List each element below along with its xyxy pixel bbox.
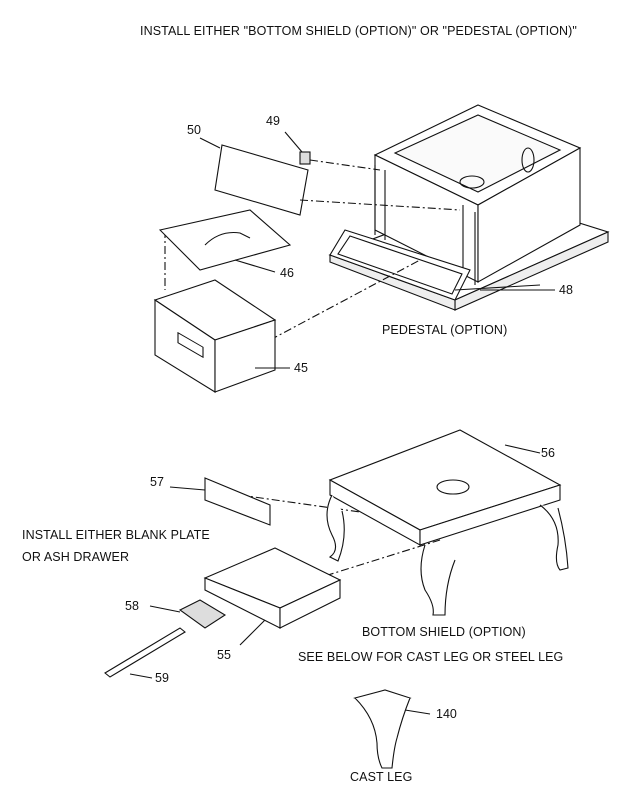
part-45-drawer [153,279,277,393]
callout-59: 59 [155,671,169,685]
install-note-line2: OR ASH DRAWER [22,550,130,564]
callout-46: 46 [280,266,294,280]
pedestal-drawing [328,104,610,311]
callout-49: 49 [266,114,280,128]
part-59-rod [104,627,186,678]
callout-50: 50 [187,123,201,137]
callout-58: 58 [125,599,139,613]
callout-56: 56 [541,446,555,460]
callout-55: 55 [217,648,231,662]
cast-leg-drawing [353,689,431,769]
part-58-handle [178,599,227,629]
callout-140: 140 [436,707,457,721]
diagram-title: INSTALL EITHER "BOTTOM SHIELD (OPTION)" … [140,24,577,38]
part-57-blank-plate [204,477,271,526]
bottom-shield-drawing [326,429,569,616]
part-50-panel [214,144,309,216]
part-49-bracket [299,151,311,165]
part-55-ash-drawer [203,547,342,629]
callout-48: 48 [559,283,573,297]
install-note-line1: INSTALL EITHER BLANK PLATE [22,528,210,542]
pedestal-caption: PEDESTAL (OPTION) [382,323,508,337]
cast-leg-caption: CAST LEG [350,770,413,784]
callout-57: 57 [150,475,164,489]
part-46-baffle [158,209,292,271]
bottom-shield-caption: BOTTOM SHIELD (OPTION) [362,625,526,639]
callout-45: 45 [294,361,308,375]
leg-note: SEE BELOW FOR CAST LEG OR STEEL LEG [298,650,564,664]
